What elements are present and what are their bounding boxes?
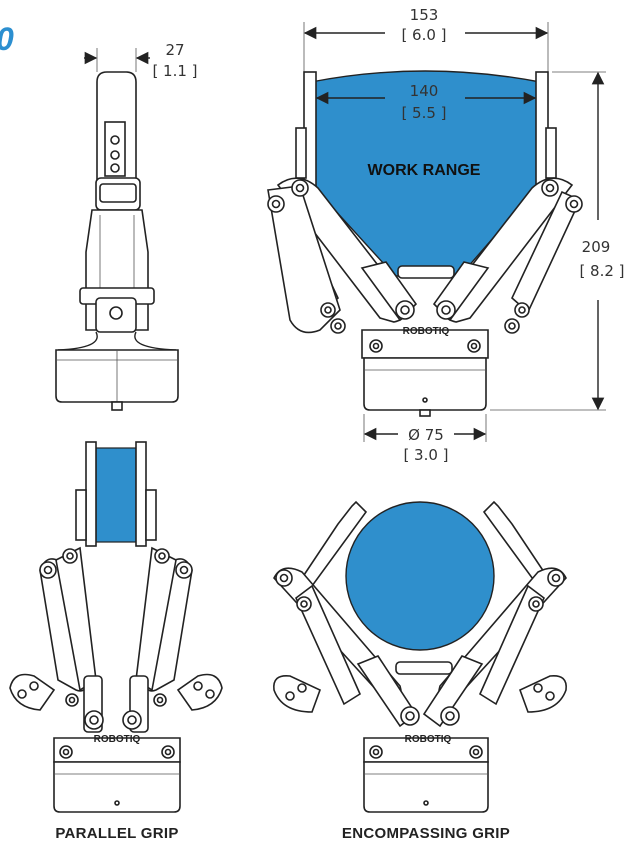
work-range-label: WORK RANGE xyxy=(368,162,481,179)
diameter-dim: Ø 75 xyxy=(408,426,444,444)
outer-width-dim: 153 xyxy=(410,6,439,24)
side-width-dim: 27 xyxy=(165,41,184,59)
parallel-grip-view: ROBOTIQ PARALLEL GRIP xyxy=(9,441,223,842)
height-dim: 209 xyxy=(582,238,611,256)
encompassing-grip-object xyxy=(345,501,495,651)
brand-encompassing: ROBOTIQ xyxy=(405,734,452,745)
brand-parallel: ROBOTIQ xyxy=(94,734,141,745)
front-view-work-range: 153 [ 6.0 ] 140 [ 5.5 ] WORK RANGE xyxy=(267,6,625,464)
parallel-grip-caption: PARALLEL GRIP xyxy=(55,825,178,842)
inner-width-dim-in: [ 5.5 ] xyxy=(401,104,446,122)
height-dim-in: [ 8.2 ] xyxy=(579,262,624,280)
encompassing-grip-view: ROBOTIQ ENCOMPASSING GRIP xyxy=(273,500,567,842)
parallel-grip-object xyxy=(95,447,137,543)
encompassing-grip-caption: ENCOMPASSING GRIP xyxy=(342,825,510,842)
side-width-dim-in: [ 1.1 ] xyxy=(152,62,197,80)
inner-width-dim: 140 xyxy=(410,82,439,100)
side-view: 27 [ 1.1 ] xyxy=(55,41,198,411)
diameter-dim-in: [ 3.0 ] xyxy=(403,446,448,464)
outer-width-dim-in: [ 6.0 ] xyxy=(401,26,446,44)
brand-top: ROBOTIQ xyxy=(403,326,450,337)
title-mark: 0 xyxy=(0,21,14,57)
